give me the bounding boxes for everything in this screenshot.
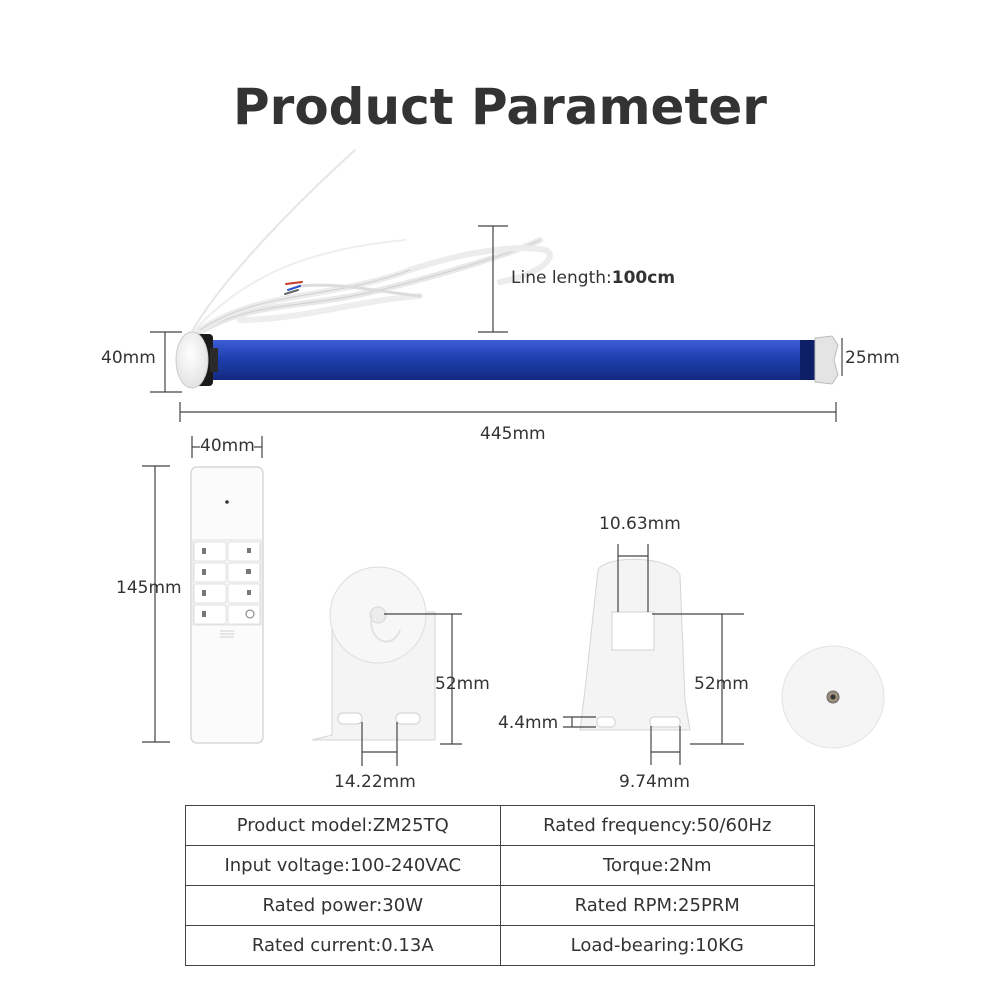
spec-table: Product model:ZM25TQ Rated frequency:50/…: [185, 805, 815, 966]
table-row: Rated power:30W Rated RPM:25PRM: [185, 885, 815, 926]
motor-cable: [189, 149, 553, 338]
spec-cell: Rated current:0.13A: [185, 925, 501, 966]
spec-cell: Product model:ZM25TQ: [185, 805, 501, 846]
bracket1-slot-spacing-label: 14.22mm: [334, 772, 416, 792]
remote-dimension-lines: [142, 436, 263, 743]
spec-cell: Torque:2Nm: [499, 845, 815, 886]
spec-cell: Input voltage:100-240VAC: [185, 845, 501, 886]
table-row: Product model:ZM25TQ Rated frequency:50/…: [185, 805, 815, 846]
remote-control: [190, 466, 264, 744]
page-title: Product Parameter: [233, 78, 767, 136]
bracket2-slot-width-label: 9.74mm: [619, 772, 690, 792]
table-row: Rated current:0.13A Load-bearing:10KG: [185, 925, 815, 966]
tubular-motor: [175, 331, 839, 389]
spec-cell: Load-bearing:10KG: [499, 925, 815, 966]
bracket1-dimension-lines: [361, 613, 462, 766]
motor-length-label: 445mm: [480, 424, 546, 444]
remote-width-label: 40mm: [200, 436, 255, 456]
end-cap-disc: [781, 645, 885, 749]
spec-cell: Rated RPM:25PRM: [499, 885, 815, 926]
mounting-bracket-1: [311, 566, 436, 741]
mounting-bracket-2: [579, 558, 691, 731]
bracket2-height-label: 52mm: [694, 674, 749, 694]
bracket2-slot-height-label: 4.4mm: [498, 713, 559, 733]
line-length-value: 100cm: [611, 268, 676, 288]
spec-cell: Rated frequency:50/60Hz: [499, 805, 815, 846]
motor-dimension-lines: [150, 225, 843, 422]
line-length-label: Line length:100cm: [511, 268, 676, 288]
motor-height-right-label: 25mm: [845, 348, 900, 368]
motor-height-left-label: 40mm: [101, 348, 156, 368]
table-row: Input voltage:100-240VAC Torque:2Nm: [185, 845, 815, 886]
remote-height-label: 145mm: [116, 578, 182, 598]
bracket2-dimension-lines: [563, 544, 744, 765]
bracket2-top-width-label: 10.63mm: [599, 514, 681, 534]
spec-cell: Rated power:30W: [185, 885, 501, 926]
bracket1-height-label: 52mm: [435, 674, 490, 694]
